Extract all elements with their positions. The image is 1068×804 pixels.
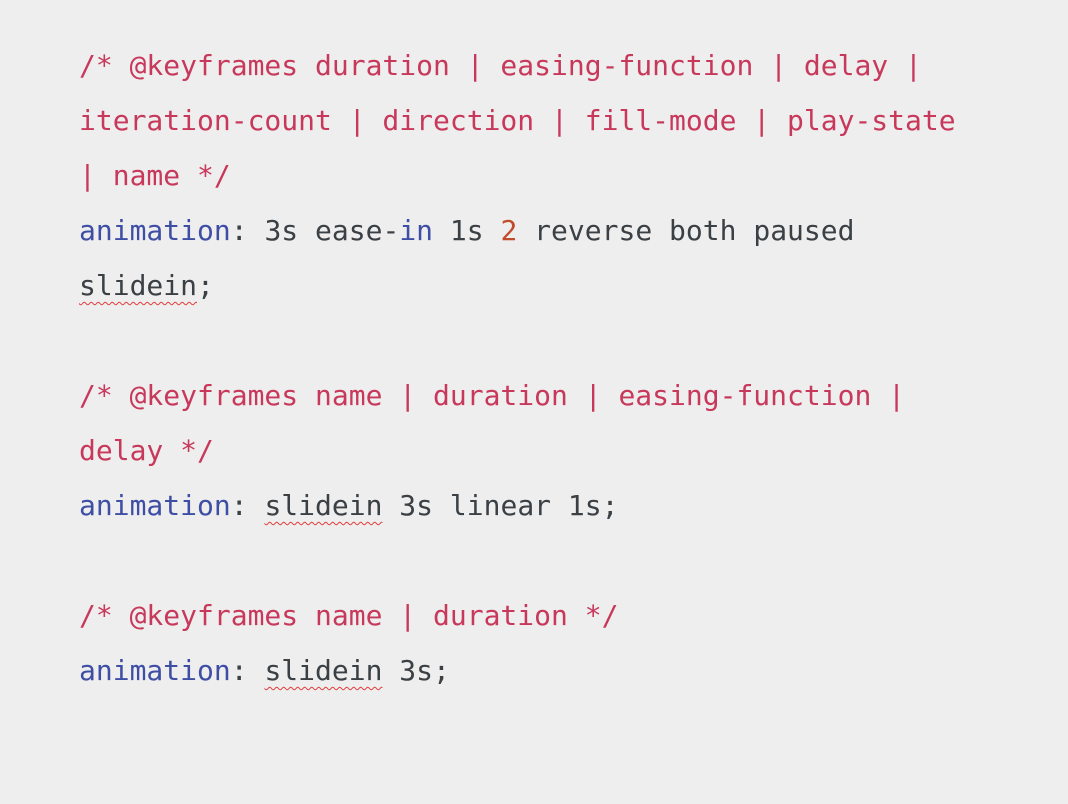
value-rest: reverse both paused <box>517 214 855 247</box>
code-line: animation: slidein 3s; <box>79 643 1059 698</box>
code-block: /* @keyframes duration | easing-function… <box>79 38 1059 698</box>
value-delay: 1s <box>433 214 501 247</box>
colon: : <box>230 489 265 522</box>
code-comment: /* @keyframes name | duration | easing-f… <box>79 379 906 412</box>
value-iteration-count: 2 <box>500 214 518 247</box>
value-ease: ease- <box>315 214 400 247</box>
code-line: slidein; <box>79 258 1059 313</box>
blank-line <box>79 313 1059 368</box>
css-property: animation <box>79 489 231 522</box>
code-comment: delay */ <box>79 434 214 467</box>
colon: : <box>230 214 265 247</box>
keyword-in: in <box>399 214 434 247</box>
code-comment: /* @keyframes duration | easing-function… <box>79 49 922 82</box>
code-line: animation: 3s ease-in 1s 2 reverse both … <box>79 203 1059 258</box>
colon: : <box>230 654 265 687</box>
code-comment: iteration-count | direction | fill-mode … <box>79 104 956 137</box>
css-property: animation <box>79 654 231 687</box>
value-name-misspelled: slidein <box>264 654 383 687</box>
blank-line <box>79 533 1059 588</box>
code-line: animation: slidein 3s linear 1s; <box>79 478 1059 533</box>
code-comment: /* @keyframes name | duration */ <box>79 599 619 632</box>
semicolon: ; <box>197 269 214 302</box>
css-property: animation <box>79 214 231 247</box>
value-rest: 3s; <box>382 654 450 687</box>
value-name-misspelled: slidein <box>79 269 198 302</box>
code-comment: | name */ <box>79 159 231 192</box>
value-duration: 3s <box>264 214 316 247</box>
value-rest: 3s linear 1s; <box>382 489 619 522</box>
value-name-misspelled: slidein <box>264 489 383 522</box>
